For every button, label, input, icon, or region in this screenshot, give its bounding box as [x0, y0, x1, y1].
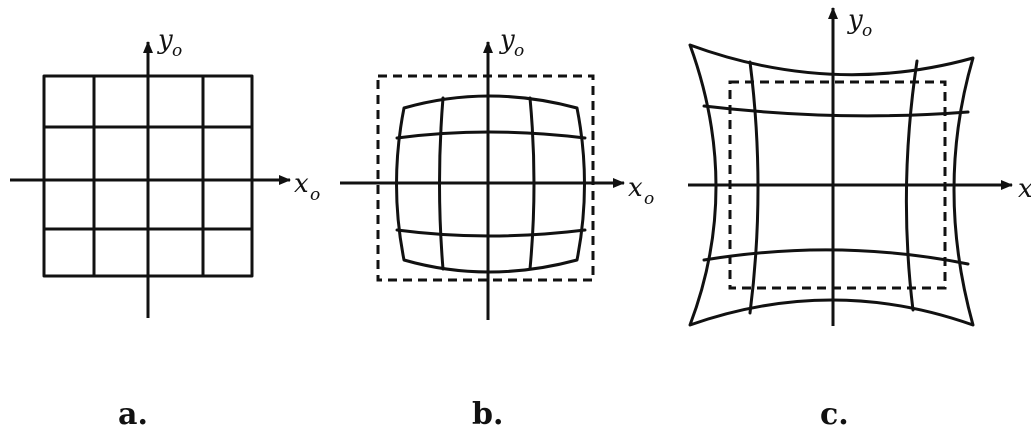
pincushion-grid	[688, 43, 975, 327]
x-axis-label: xo	[628, 173, 654, 209]
reference-frame	[376, 74, 595, 282]
grid-line-h1	[702, 104, 970, 118]
grid-line-v1	[748, 60, 760, 315]
y-axis-label: yo	[157, 25, 182, 61]
grid-line-h2	[702, 248, 970, 266]
grid-line-v2	[904, 59, 919, 312]
grid-border	[688, 43, 975, 327]
caption-c: c.	[820, 397, 849, 432]
y-axis-label: yo	[847, 5, 872, 41]
panel-a: xo yo a.	[10, 25, 320, 432]
grid-border	[395, 94, 586, 274]
x-axis-label: xo	[294, 169, 320, 205]
caption-a: a.	[118, 397, 148, 432]
x-axis-label: x	[1018, 174, 1031, 204]
caption-b: b.	[472, 397, 503, 432]
panel-b: xo yo b.	[340, 25, 654, 432]
y-axis-label: yo	[499, 25, 524, 61]
grid-line-h1	[395, 130, 587, 140]
panel-c: x yo c.	[688, 5, 1031, 432]
grid-line-h2	[395, 228, 587, 238]
